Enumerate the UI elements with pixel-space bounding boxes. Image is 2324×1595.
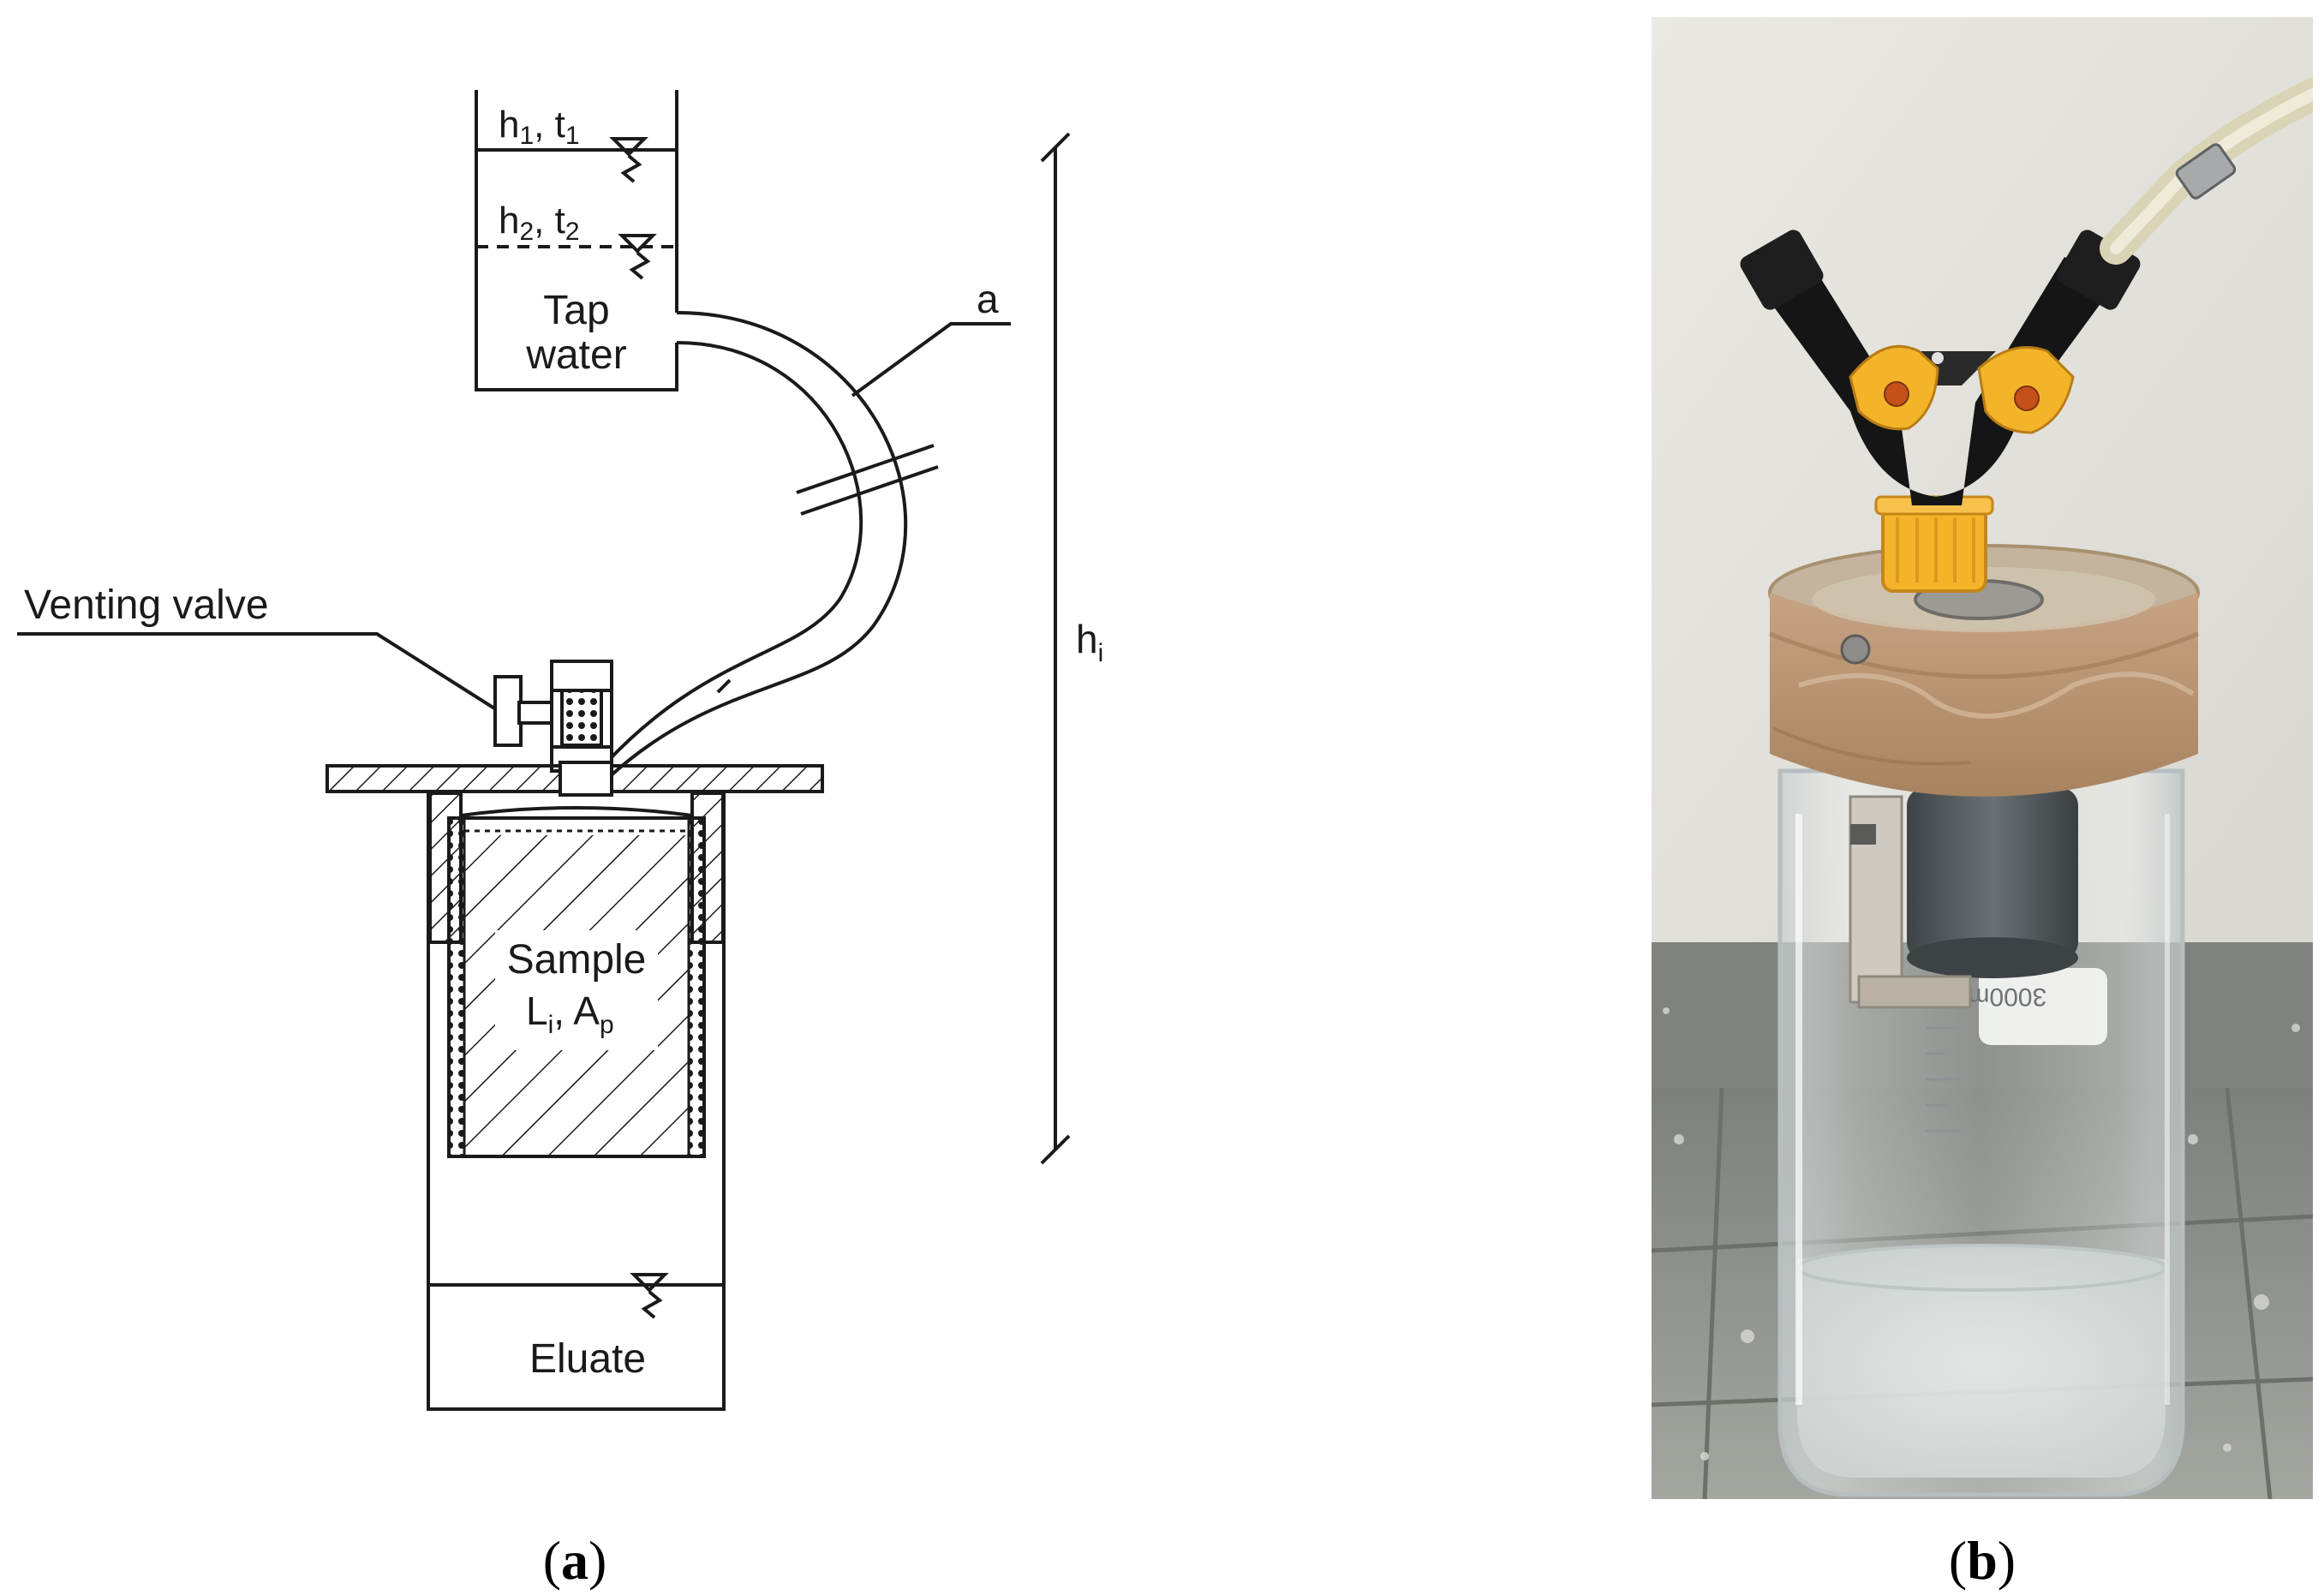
sample-label: Sample <box>507 937 647 983</box>
eluate-level-mark <box>630 1273 669 1319</box>
hose <box>589 311 908 783</box>
level-label-h2-t2: h2, t2 <box>499 200 580 246</box>
panel-a-schematic: h1, t1 h2, t2 Tap water a Venting valve <box>17 90 1103 1591</box>
water-level-mark-bottom <box>618 234 657 280</box>
photo-floor-speckles <box>1663 1007 2300 1461</box>
inner-pipe <box>1907 788 2078 959</box>
level-label-h1-t1: h1, t1 <box>499 104 580 150</box>
beaker-graduation <box>1926 1026 1962 1132</box>
hose-label-leader <box>851 322 1011 397</box>
sample-label-bg <box>495 930 658 1050</box>
tank-label-water: water <box>525 332 626 378</box>
valve-inlet-left <box>1740 230 1824 310</box>
lid-plate <box>326 761 824 797</box>
water-level-mark-top <box>609 137 648 183</box>
caption-b: (b) <box>1949 1530 2016 1591</box>
venting-valve-leader <box>17 632 500 713</box>
yellow-coupling-nut <box>1874 495 1994 593</box>
beaker-label-patch <box>1979 968 2107 1045</box>
valve-knob-left <box>1849 344 1939 431</box>
sample-parameters: Li, Ap <box>526 989 614 1039</box>
hose-clamp <box>2175 143 2237 200</box>
support-bracket <box>1849 795 1972 1009</box>
eluate-label: Eluate <box>529 1336 646 1382</box>
eluate-vessel <box>427 792 726 1411</box>
hose-break-mark <box>796 444 939 516</box>
beaker-marking: 3000ml <box>1963 983 2046 1011</box>
valve-knob-right <box>1977 346 2075 434</box>
sample-mould <box>447 806 706 1158</box>
venting-valve-label: Venting valve <box>24 582 269 628</box>
inlet-tube <box>2100 78 2313 265</box>
tank-label-tap: Tap <box>543 288 609 333</box>
hose-label: a <box>977 277 999 321</box>
caption-a: (a) <box>543 1530 607 1591</box>
height-dimension <box>1040 132 1071 1165</box>
panel-b-photo: 3000ml <box>1652 17 2313 1591</box>
height-dimension-label: hi <box>1076 617 1103 667</box>
